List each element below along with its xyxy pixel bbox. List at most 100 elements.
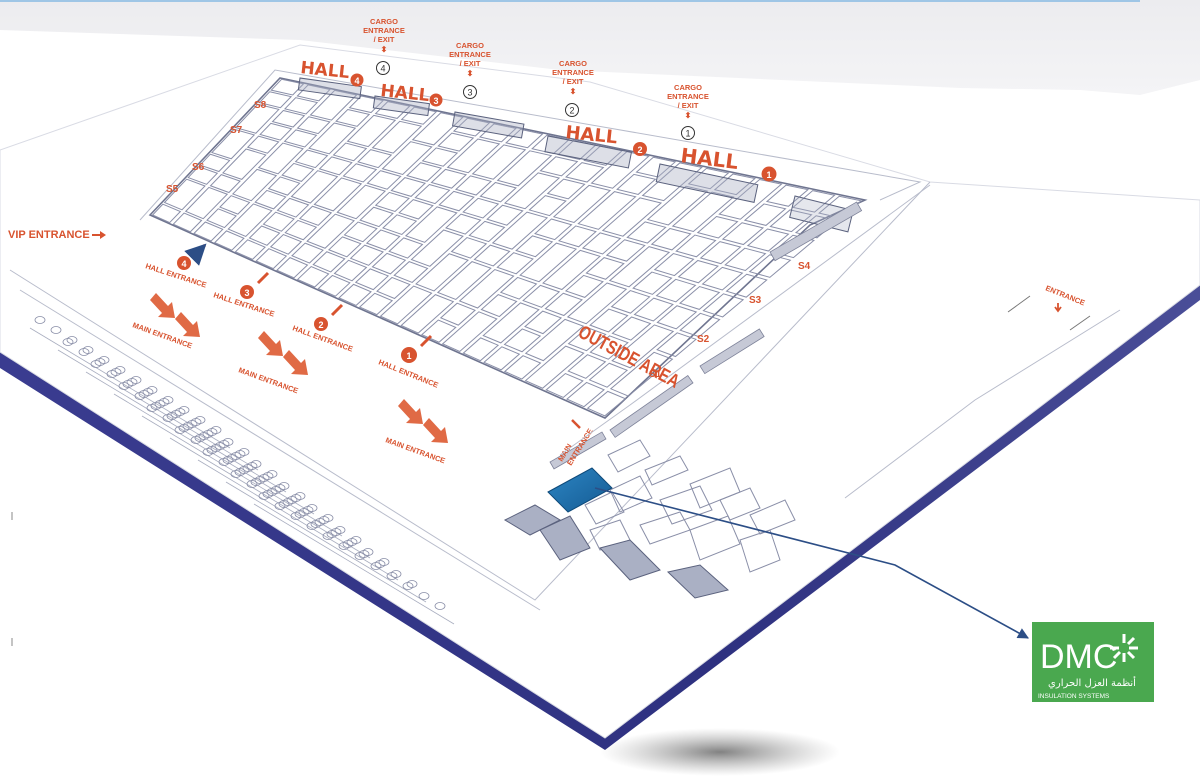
booth [539, 156, 579, 177]
booth [421, 147, 459, 167]
booth [468, 220, 506, 243]
parking-spot [186, 420, 198, 428]
parking-spot [418, 592, 430, 600]
booth [436, 261, 492, 301]
booth [641, 162, 703, 202]
booth [482, 302, 540, 344]
parking-spot [190, 436, 202, 444]
booth [393, 261, 429, 283]
parking-spot [338, 542, 350, 550]
booth [259, 122, 293, 141]
booth [258, 91, 293, 109]
booth [151, 203, 182, 224]
parking-spot [258, 474, 270, 482]
section-labels: S8 S7 S6 S5 S4 S3 S2 S1 [166, 100, 811, 380]
cargo-entrance-2[interactable]: CARGO ENTRANCE / EXIT ⬍ 2 [552, 59, 594, 117]
booth [371, 120, 423, 154]
booth [585, 257, 625, 280]
booth [471, 144, 527, 180]
booth [438, 190, 475, 212]
dmc-arabic: أنظمة العزل الحراري [1048, 676, 1136, 689]
booth [296, 116, 331, 135]
dmc-logo[interactable]: DMC أنظمة العزل الحراري INSULATION SYSTE… [1032, 622, 1154, 702]
parking-spot [150, 402, 162, 410]
parking-spot [202, 430, 214, 438]
parking-spot [290, 494, 302, 502]
booth [318, 156, 353, 176]
booth [479, 181, 517, 203]
svg-text:VIP ENTRANCE: VIP ENTRANCE [8, 229, 90, 241]
cargo-entrance-3[interactable]: CARGO ENTRANCE / EXIT ⬍ 3 [449, 41, 491, 99]
parking-spot [166, 412, 178, 420]
booth [365, 229, 401, 251]
parking-spot [78, 348, 90, 356]
parking-spot [350, 536, 362, 544]
parking-spot [90, 360, 102, 368]
parking-spot [346, 538, 358, 546]
booth [566, 282, 628, 325]
booth [746, 228, 790, 252]
svg-text:⬍: ⬍ [570, 87, 577, 96]
booth [411, 112, 464, 146]
parking-spot [294, 492, 306, 500]
booth [276, 257, 309, 279]
booth [404, 206, 458, 243]
cargo-entrance-1[interactable]: CARGO ENTRANCE / EXIT ⬍ 1 [667, 83, 709, 140]
booth [718, 178, 783, 220]
booth [499, 276, 538, 300]
parking-spot [406, 580, 418, 588]
booth [382, 214, 418, 236]
booth [552, 184, 612, 224]
booth [269, 233, 303, 255]
booth [696, 215, 739, 239]
booth [632, 271, 673, 295]
parking-spot [142, 388, 154, 396]
section-s2: S2 [697, 334, 710, 345]
outside-booth [689, 515, 741, 561]
booth [564, 274, 604, 298]
booth [415, 253, 469, 292]
booth [343, 221, 378, 243]
parking-spot [330, 528, 342, 536]
section-s6: S6 [192, 162, 205, 173]
parking-area [29, 316, 455, 625]
booth [769, 209, 813, 233]
booth [271, 109, 306, 128]
vip-entrance[interactable]: VIP ENTRANCE [8, 229, 106, 241]
sunburst-icon [1110, 634, 1138, 662]
booth [291, 242, 324, 264]
svg-text:1: 1 [406, 351, 411, 361]
booth [702, 293, 745, 318]
booth [515, 235, 554, 258]
parking-spot [254, 476, 266, 484]
booth [483, 346, 521, 371]
cargo-entrance-4[interactable]: CARGO ENTRANCE / EXIT ⬍ 4 [363, 17, 405, 75]
booth [545, 372, 584, 399]
booth [342, 163, 378, 183]
booth [611, 324, 675, 369]
parking-spot [238, 466, 250, 474]
booth [678, 285, 721, 310]
booth [653, 253, 695, 277]
parking-spot [266, 470, 278, 478]
section-s4: S4 [798, 261, 811, 272]
svg-text:CARGO: CARGO [674, 83, 702, 92]
service-block [666, 564, 730, 599]
parking-spot [34, 316, 46, 324]
svg-text:CARGO: CARGO [456, 41, 484, 50]
svg-text:3: 3 [433, 96, 438, 106]
booth [366, 170, 402, 190]
svg-text:4: 4 [181, 259, 186, 269]
dmc-booth-highlight[interactable] [547, 467, 613, 513]
parking-spot [262, 472, 274, 480]
booth [557, 225, 597, 248]
parking-spot [370, 562, 382, 570]
booth [184, 186, 229, 220]
booth [410, 229, 464, 267]
svg-text:⬍: ⬍ [381, 45, 388, 54]
booth [505, 128, 544, 149]
parking-spot [222, 456, 234, 464]
booth [725, 273, 768, 298]
booth [721, 222, 765, 246]
booth [306, 213, 355, 249]
